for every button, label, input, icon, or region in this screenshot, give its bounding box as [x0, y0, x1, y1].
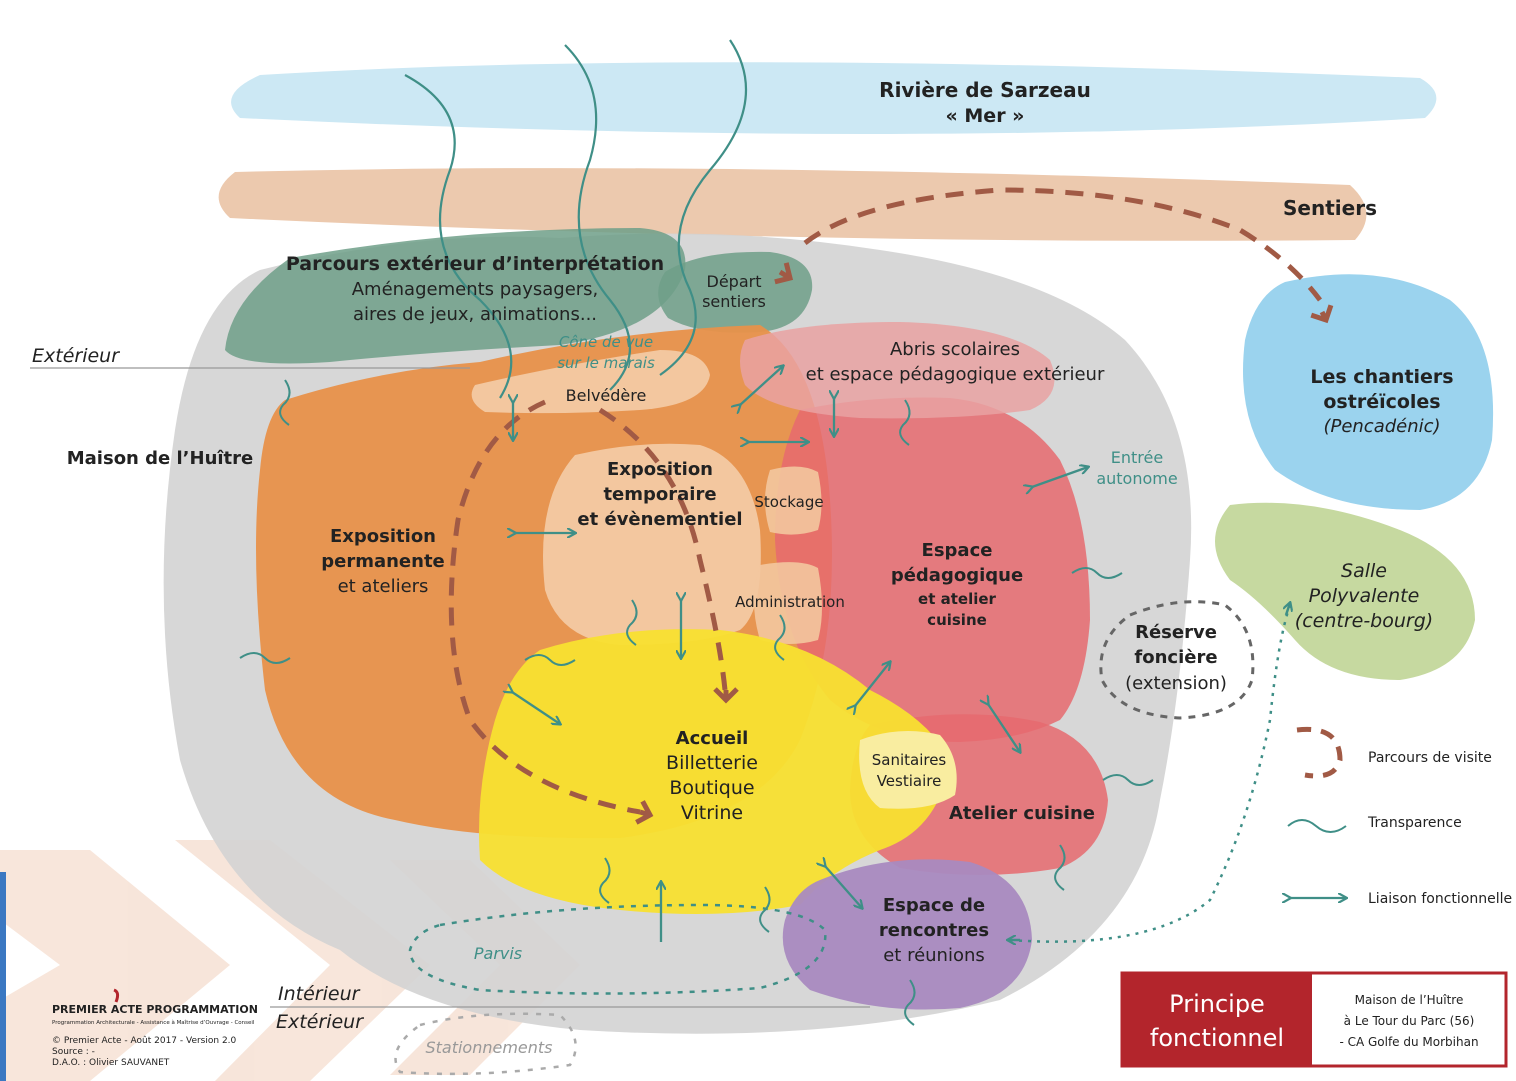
- footer-credits: PREMIER ACTE PROGRAMMATION Programmation…: [52, 988, 258, 1068]
- outdoor-interpretation-zone: [225, 228, 686, 364]
- subtitle-line3: - CA Golfe du Morbihan: [1339, 1035, 1478, 1049]
- brand-tagline: Programmation Architecturale - Assistanc…: [52, 1019, 255, 1026]
- legend-transparency-label: Transparence: [1367, 815, 1462, 831]
- chantiers-line1: Les chantiers: [1310, 366, 1453, 388]
- legend-transparency-swatch: [1287, 819, 1347, 833]
- administration-zone: [754, 562, 822, 644]
- stationnements-label: Stationnements: [425, 1038, 552, 1057]
- abris-line1: Abris scolaires: [890, 339, 1020, 360]
- rencontres-line2: rencontres: [879, 920, 989, 941]
- legend-visit-label: Parcours de visite: [1368, 750, 1492, 766]
- chantiers-line2: ostréïcoles: [1323, 391, 1440, 413]
- sanitaires-line2: Vestiaire: [877, 772, 942, 790]
- transparency-squiggles: [239, 379, 1154, 1026]
- legend: Parcours de visite Transparence Liaison …: [1287, 726, 1512, 907]
- depart-line2: sentiers: [702, 292, 766, 311]
- visit-arrow-end: [635, 800, 654, 825]
- espace-peda-line3: et atelier: [918, 590, 996, 608]
- parvis-label: Parvis: [474, 944, 522, 963]
- title-line1: Principe: [1169, 990, 1265, 1018]
- espace-pedagogique-zone: [775, 397, 1090, 742]
- stockage-label: Stockage: [754, 493, 823, 511]
- chantiers-zone: [1243, 274, 1494, 510]
- subtitle-line2: à Le Tour du Parc (56): [1344, 1014, 1475, 1028]
- brand-logo-mark: [113, 988, 120, 1003]
- accueil-line2: Billetterie: [666, 752, 758, 774]
- rencontres-line3: et réunions: [883, 945, 985, 966]
- accueil-line4: Vitrine: [681, 802, 743, 824]
- sanitaires-vestiaire-zone: [859, 731, 957, 809]
- stockage-zone: [765, 466, 822, 535]
- brand-name: PREMIER ACTE PROGRAMMATION: [52, 1003, 258, 1016]
- source-line: Source : -: [52, 1047, 95, 1057]
- sea-band: [231, 62, 1437, 134]
- outdoor-interp-line3: aires de jeux, animations...: [353, 304, 597, 325]
- exterior-label-bottom: Extérieur: [276, 1011, 364, 1033]
- expo-temp-line1: Exposition: [607, 459, 713, 480]
- outdoor-interp-line2: Aménagements paysagers,: [352, 279, 599, 300]
- administration-label: Administration: [735, 593, 845, 611]
- espace-peda-line1: Espace: [922, 540, 993, 561]
- title-box: Principe fonctionnel Maison de l’Huître …: [1120, 971, 1508, 1068]
- interior-label: Intérieur: [278, 983, 361, 1005]
- dotted-trail: [1009, 604, 1292, 943]
- trail-arrow-salle: [1286, 603, 1290, 616]
- atelier-cuisine-label: Atelier cuisine: [949, 803, 1095, 824]
- sanitaires-line1: Sanitaires: [872, 751, 947, 769]
- cone-line2: sur le marais: [557, 354, 655, 372]
- expo-perm-line3: et ateliers: [338, 576, 429, 597]
- visit-path: [448, 187, 1322, 815]
- reserve-line1: Réserve: [1135, 622, 1217, 643]
- accueil-line1: Accueil: [676, 728, 749, 749]
- title-line2: fonctionnel: [1150, 1024, 1284, 1052]
- depart-sentiers-zone: [658, 251, 813, 333]
- expo-temp-line2: temporaire: [603, 484, 716, 505]
- depart-line1: Départ: [707, 272, 762, 291]
- salle-polyvalente-zone: [1215, 502, 1475, 680]
- legend-link-label: Liaison fonctionnelle: [1368, 891, 1512, 907]
- belvedere-zone: [471, 350, 710, 414]
- abris-scolaires-zone: [740, 322, 1055, 419]
- legend-visit-swatch: [1296, 726, 1343, 779]
- expo-perm-line2: permanente: [321, 551, 445, 572]
- outdoor-interp-title: Parcours extérieur d’interprétation: [286, 253, 664, 275]
- visit-arrow-depart: [774, 262, 794, 285]
- reserve-line2: foncière: [1134, 647, 1217, 668]
- rencontres-line1: Espace de: [883, 895, 985, 916]
- expo-perm-line1: Exposition: [330, 526, 436, 547]
- abris-line2: et espace pédagogique extérieur: [806, 364, 1105, 385]
- salle-line1: Salle: [1341, 560, 1387, 582]
- reserve-line3: (extension): [1125, 673, 1227, 694]
- paths-label: Sentiers: [1283, 196, 1377, 220]
- transparency-long-waves: [404, 39, 748, 399]
- copyright-line: © Premier Acte - Août 2017 - Version 2.0: [52, 1036, 237, 1046]
- subtitle-line1: Maison de l’Huître: [1355, 993, 1464, 1007]
- cone-line1: Cône de vue: [559, 333, 653, 351]
- reserve-fonciere-outline: [1099, 600, 1255, 720]
- accueil-line3: Boutique: [669, 777, 754, 799]
- exterior-label-top: Extérieur: [32, 345, 120, 367]
- visit-arrow-chantiers: [1310, 304, 1334, 324]
- sea-label-2: « Mer »: [946, 105, 1025, 127]
- chantiers-line3: (Pencadénic): [1323, 416, 1440, 437]
- entree-line2: autonome: [1096, 469, 1177, 488]
- paths-band: [218, 168, 1367, 241]
- dao-line: D.A.O. : Olivier SAUVANET: [52, 1058, 170, 1068]
- sea-label-1: Rivière de Sarzeau: [879, 78, 1091, 102]
- maison-label: Maison de l’Huître: [67, 448, 254, 469]
- salle-line2: Polyvalente: [1309, 585, 1420, 607]
- espace-peda-line4: cuisine: [927, 611, 987, 629]
- accueil-zone: [479, 629, 950, 914]
- salle-line3: (centre-bourg): [1295, 610, 1433, 632]
- entree-line1: Entrée: [1111, 448, 1163, 467]
- stationnements-outline: [394, 1012, 577, 1076]
- edge-bar: [0, 872, 6, 1081]
- belvedere-label: Belvédère: [566, 386, 647, 405]
- functional-links: [512, 366, 1088, 942]
- expo-temp-line3: et évènementiel: [577, 509, 742, 530]
- parvis-outline: [408, 903, 827, 995]
- espace-peda-line2: pédagogique: [891, 565, 1023, 586]
